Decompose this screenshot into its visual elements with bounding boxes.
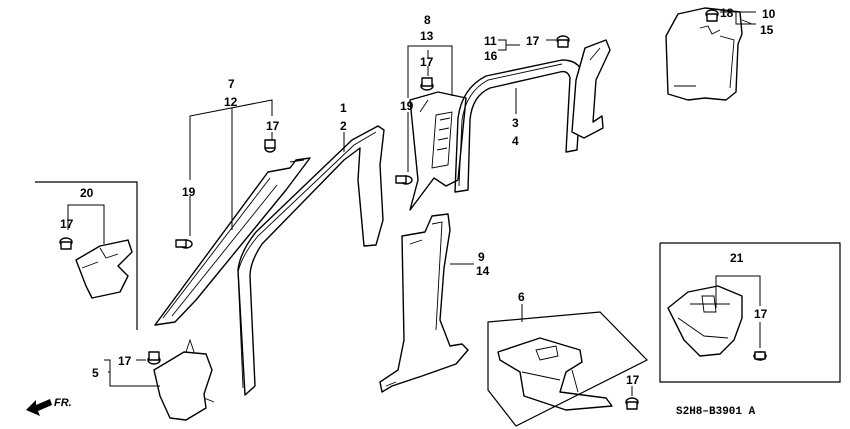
callout-14: 14	[476, 264, 490, 278]
callout-9: 9	[478, 250, 485, 264]
clip-17-a	[556, 35, 570, 48]
clip-17-g	[753, 351, 767, 361]
callout-17-b: 17	[420, 55, 434, 69]
callout-17-c: 17	[266, 119, 280, 133]
clip-17-f	[625, 397, 639, 410]
callout-4: 4	[512, 134, 519, 148]
pillar-cover	[667, 285, 743, 357]
callout-2: 2	[340, 119, 347, 133]
callout-18: 18	[720, 6, 734, 20]
callout-3: 3	[512, 116, 519, 130]
center-pillar-upper-garnish	[409, 91, 467, 211]
callout-15: 15	[760, 23, 774, 37]
front-door-weatherstrip	[237, 125, 385, 396]
callout-17-d: 17	[60, 217, 74, 231]
callout-8: 8	[424, 13, 431, 27]
clip-17-e	[147, 351, 161, 365]
callout-17-e: 17	[118, 354, 132, 368]
callout-13: 13	[420, 29, 434, 43]
callout-10: 10	[762, 7, 776, 21]
rear-pillar-garnish	[571, 39, 611, 139]
rear-side-trim	[665, 7, 753, 101]
clip-fasteners	[59, 9, 767, 410]
clip-19-b	[175, 239, 193, 249]
front-direction-label: FR.	[54, 397, 72, 409]
clip-19-a	[395, 175, 413, 185]
callout-19-a: 19	[182, 185, 196, 199]
callout-16: 16	[484, 49, 498, 63]
callout-11: 11	[484, 34, 497, 48]
callout-17-g: 17	[754, 307, 768, 321]
inset-frame-bottom-center	[487, 311, 649, 427]
callout-12: 12	[224, 95, 238, 109]
leader-lines	[67, 11, 761, 396]
front-direction-indicator: FR.	[26, 397, 72, 416]
clip-17-d	[59, 237, 73, 250]
callout-19-b: 19	[400, 99, 414, 113]
inset-frame-right	[659, 242, 841, 383]
front-arrow-icon	[26, 399, 52, 416]
callout-20: 20	[80, 186, 94, 200]
rear-door-weatherstrip	[454, 59, 583, 193]
callout-1: 1	[340, 101, 347, 115]
callout-labels: 1 2 3 4 5 6 7 8 9 10 11 12 13 14 15 16 1…	[60, 6, 776, 387]
callout-5: 5	[92, 366, 99, 380]
kick-panel-clip	[75, 239, 133, 299]
callout-6: 6	[518, 290, 525, 304]
inset-frame-left	[35, 181, 138, 330]
clip-17-c	[264, 139, 276, 153]
callout-17-a: 17	[526, 34, 540, 48]
front-kick-trim	[153, 338, 215, 421]
clip-18	[705, 9, 719, 22]
callout-17-f: 17	[626, 373, 640, 387]
callout-7: 7	[228, 77, 235, 91]
clip-17-b	[420, 77, 434, 91]
center-pillar-lower-garnish	[379, 213, 469, 393]
callout-21: 21	[730, 251, 744, 265]
front-pillar-garnish	[154, 157, 311, 326]
seat-belt-bracket	[497, 337, 613, 411]
diagram-code: S2H8–B3901 A	[676, 406, 756, 418]
